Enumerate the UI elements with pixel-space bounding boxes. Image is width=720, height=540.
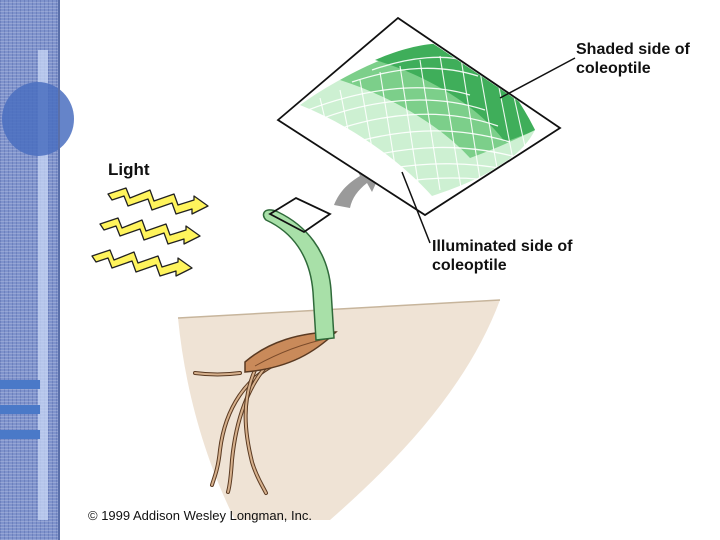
slide-sidebar xyxy=(0,0,74,540)
shaded-side-label: Shaded side of coleoptile xyxy=(576,41,690,77)
light-label: Light xyxy=(108,160,150,179)
cell-panel xyxy=(276,16,562,217)
soil xyxy=(178,300,500,520)
coleoptile-diagram xyxy=(91,16,576,520)
sidebar-edge xyxy=(58,0,60,540)
illuminated-side-label: Illuminated side of coleoptile xyxy=(432,238,573,274)
shaded-callout-line xyxy=(499,57,576,99)
soil-surface xyxy=(177,299,501,319)
sidebar-circle xyxy=(2,82,74,156)
roots xyxy=(193,358,287,495)
sidebar-bar xyxy=(38,50,48,520)
light-rays xyxy=(91,187,209,277)
selection-box xyxy=(268,196,332,234)
sidebar-stripe xyxy=(0,380,40,389)
sidebar-stripe xyxy=(0,405,40,414)
sidebar-stripe xyxy=(0,430,40,439)
coleoptile xyxy=(262,209,335,341)
illuminated-callout-line xyxy=(401,171,431,244)
copyright-notice: © 1999 Addison Wesley Longman, Inc. xyxy=(88,508,312,523)
